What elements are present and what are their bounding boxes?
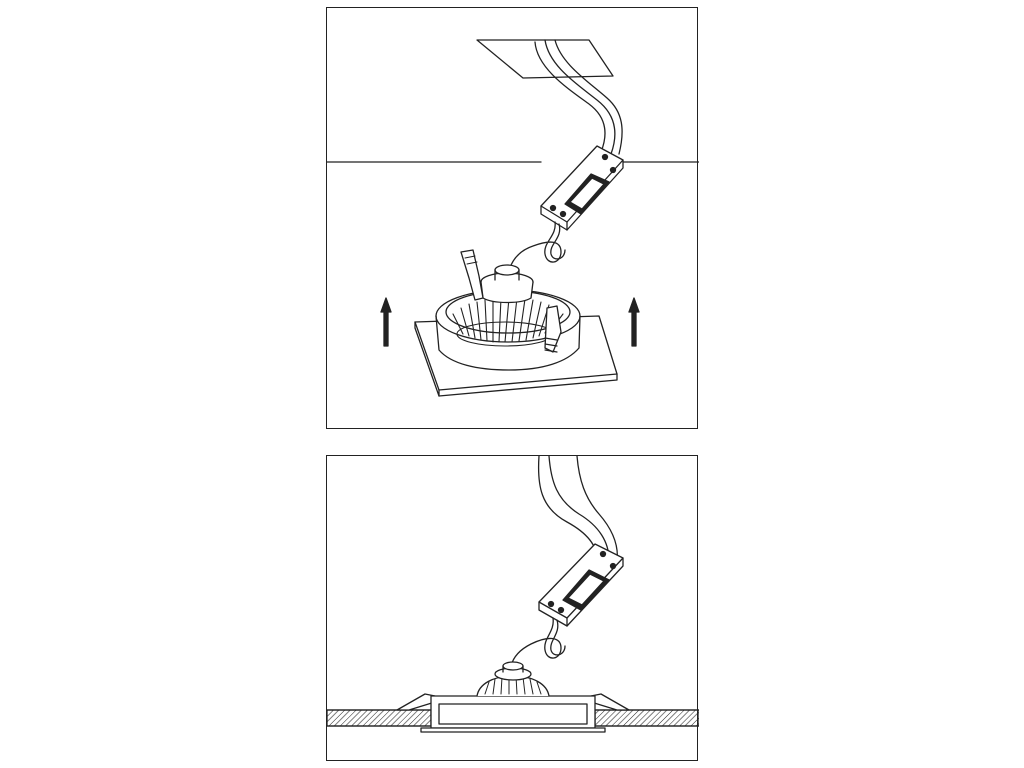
instruction-panel-installed — [326, 455, 699, 761]
instruction-panel-remove — [326, 7, 699, 429]
spring-clip-left — [396, 693, 436, 711]
arrow-up-icon — [380, 297, 392, 347]
junction-plate — [476, 39, 614, 79]
ceiling-right — [594, 709, 699, 727]
led-driver — [540, 145, 624, 231]
lamp-cable — [510, 617, 562, 667]
supply-cable — [576, 456, 619, 563]
lamp-cable — [508, 221, 562, 271]
installed-illustration — [327, 456, 699, 733]
arrow-up-icon — [628, 297, 640, 347]
supply-cable — [554, 39, 623, 155]
ceiling-left — [327, 709, 432, 727]
led-driver — [538, 543, 624, 627]
spring-clip-right — [590, 693, 630, 711]
supply-cable — [548, 456, 610, 561]
removal-illustration — [327, 39, 699, 397]
supply-cable — [544, 39, 616, 155]
lamp-cable — [550, 223, 566, 260]
trim-plate — [420, 727, 606, 733]
supply-cable — [534, 41, 606, 153]
spring-clip-left — [460, 249, 484, 301]
supply-cable — [537, 456, 598, 565]
spring-clip-right — [544, 305, 562, 353]
lamp-cable — [550, 619, 566, 656]
fixture-housing — [430, 695, 596, 729]
